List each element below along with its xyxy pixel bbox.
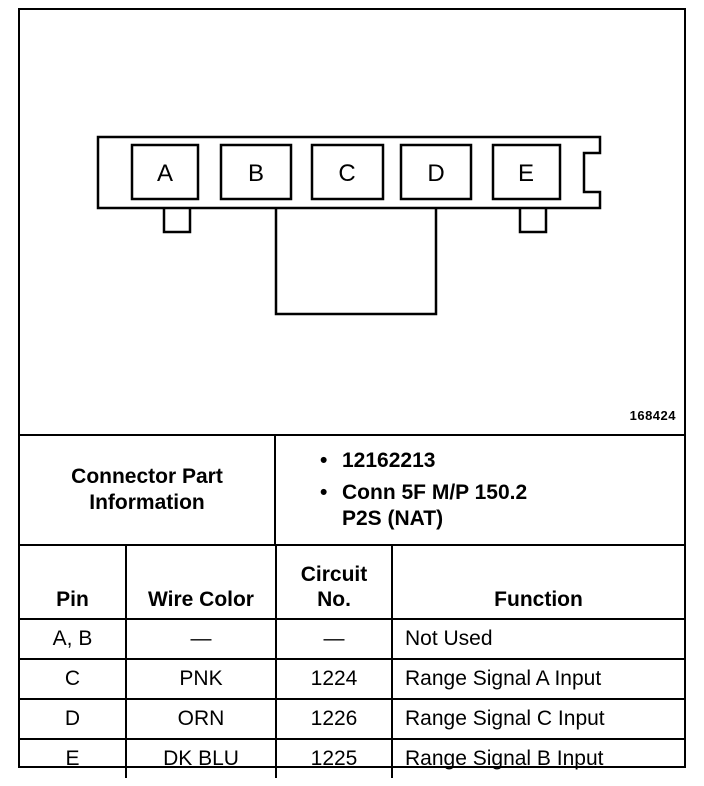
cell-circuit: 1225 <box>275 738 393 778</box>
header-pin: Pin <box>20 544 127 620</box>
cell-circuit: 1224 <box>275 658 393 700</box>
connector-diagram: A B C D E 168424 <box>20 10 684 434</box>
pin-label-b: B <box>248 160 264 187</box>
connector-description-item: Conn 5F M/P 150.2 P2S (NAT) <box>318 480 572 532</box>
terminal-tab-e <box>518 208 548 234</box>
table-row: A, B — — Not Used <box>20 618 684 660</box>
pin-table-header: Pin Wire Color Circuit No. Function <box>20 544 684 620</box>
connector-drawing: A B C D E <box>96 135 602 316</box>
connector-figure: A B C D E 168424 Connector Part Informat… <box>18 8 686 778</box>
cell-wire-color: DK BLU <box>125 738 277 778</box>
header-wire-color: Wire Color <box>125 544 277 620</box>
cell-wire-color: ORN <box>125 698 277 740</box>
cell-pin: D <box>20 698 127 740</box>
table-row: D ORN 1226 Range Signal C Input <box>20 698 684 740</box>
cell-circuit: — <box>275 618 393 660</box>
cavity-a <box>130 143 200 201</box>
pin-label-a: A <box>157 160 173 187</box>
connector-part-info: Connector Part Information 12162213 Conn… <box>20 434 684 544</box>
header-circuit-no: Circuit No. <box>275 544 393 620</box>
terminal-tab-a <box>162 208 192 234</box>
cell-pin: C <box>20 658 127 700</box>
connector-part-list: 12162213 Conn 5F M/P 150.2 P2S (NAT) <box>318 448 572 538</box>
connector-part-info-label: Connector Part Information <box>20 436 276 544</box>
cavity-b <box>219 143 293 201</box>
table-row: E DK BLU 1225 Range Signal B Input <box>20 738 684 778</box>
pin-label-c: C <box>338 160 355 187</box>
pin-table: Pin Wire Color Circuit No. Function A, B… <box>20 544 684 778</box>
cell-function: Range Signal A Input <box>391 658 684 700</box>
cell-wire-color: — <box>125 618 277 660</box>
cell-wire-color: PNK <box>125 658 277 700</box>
cell-function: Range Signal C Input <box>391 698 684 740</box>
header-function: Function <box>391 544 684 620</box>
cavity-d <box>399 143 473 201</box>
cell-pin: E <box>20 738 127 778</box>
cell-function: Range Signal B Input <box>391 738 684 778</box>
jumper-wire-b-d <box>274 208 438 316</box>
pin-label-d: D <box>427 160 444 187</box>
cell-function: Not Used <box>391 618 684 660</box>
table-row: C PNK 1224 Range Signal A Input <box>20 658 684 700</box>
pin-label-e: E <box>518 160 534 187</box>
cell-circuit: 1226 <box>275 698 393 740</box>
figure-id: 168424 <box>629 408 676 423</box>
connector-housing <box>96 135 602 210</box>
cavity-e <box>491 143 562 201</box>
part-number-item: 12162213 <box>318 448 572 474</box>
cell-pin: A, B <box>20 618 127 660</box>
cavity-c <box>310 143 385 201</box>
